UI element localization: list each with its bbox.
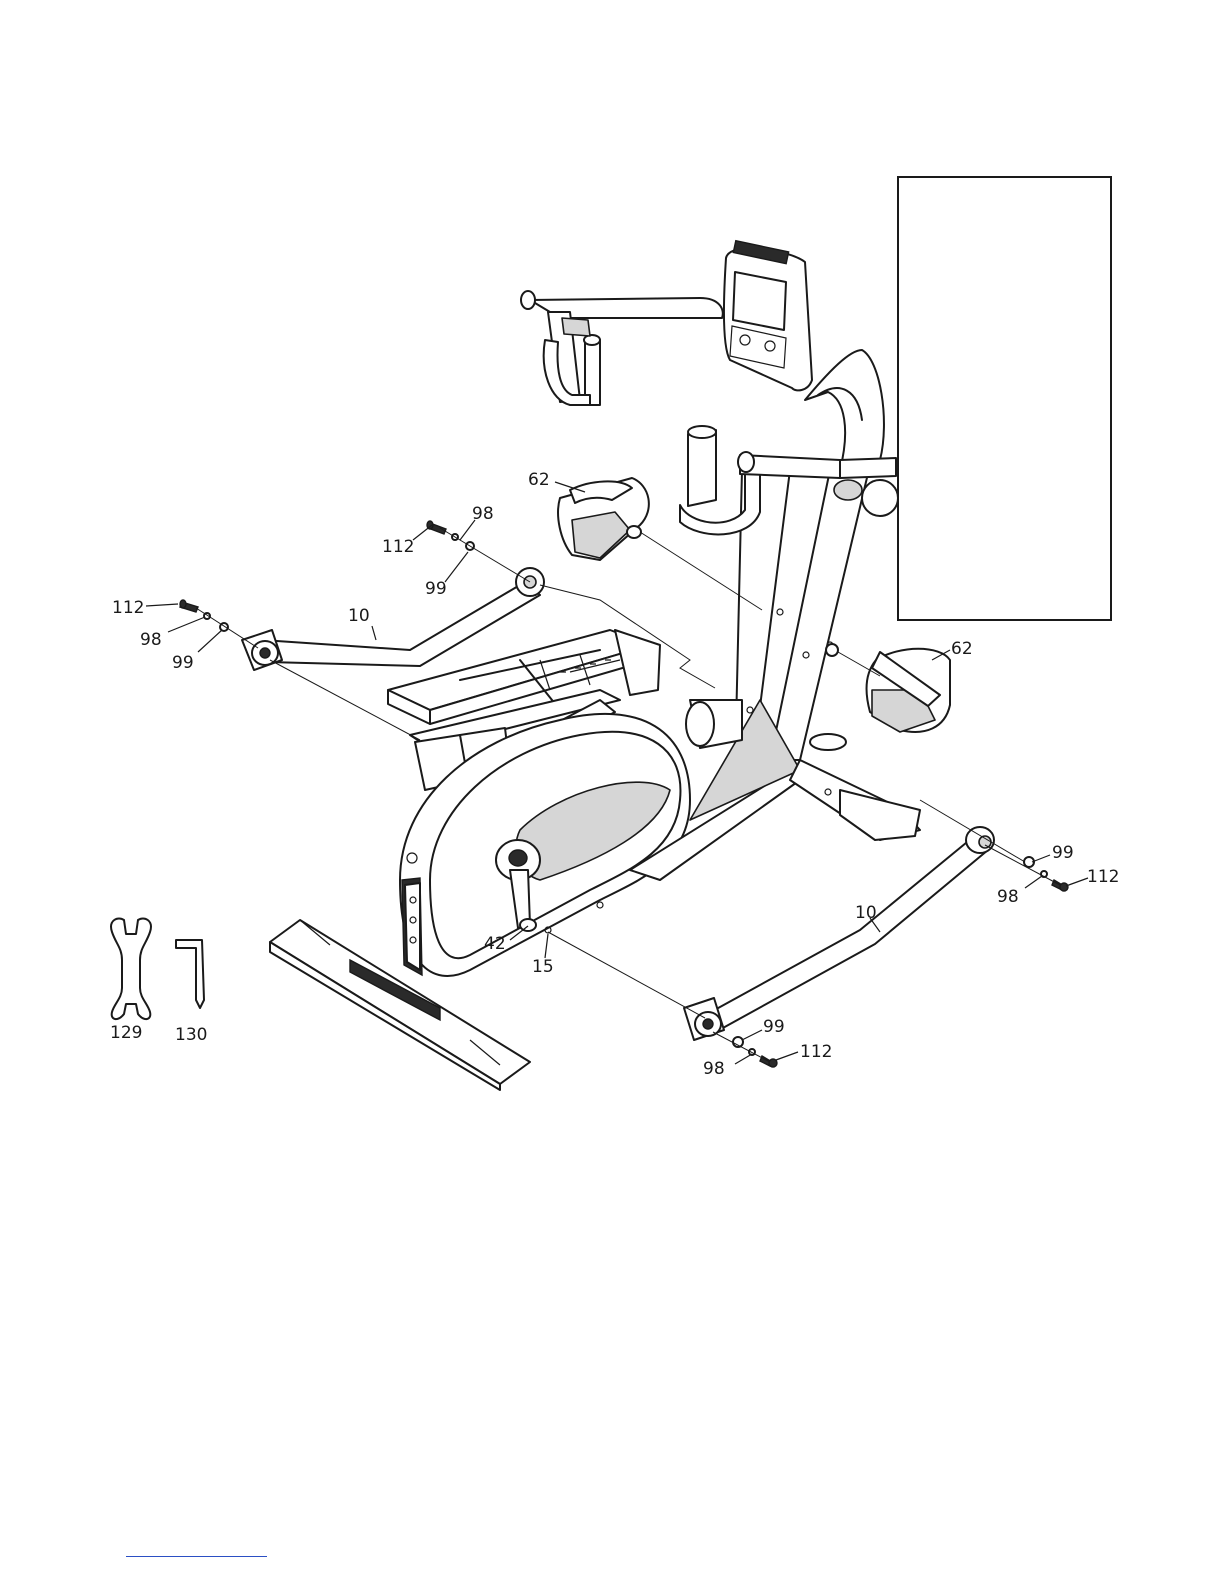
callout-99-top-left: 99 [425,579,447,599]
callout-112-right: 112 [1087,867,1119,887]
callout-42: 42 [484,934,506,954]
callout-112-left: 112 [112,598,144,618]
callout-98-bottom: 98 [703,1059,725,1079]
callout-112-bottom: 112 [800,1042,832,1062]
pedal-right [826,644,950,732]
callout-62-right: 62 [951,639,973,659]
stabilizer-bar-left [242,568,544,670]
callout-99-right: 99 [1052,843,1074,863]
callout-98-left: 98 [140,630,162,650]
callout-15: 15 [532,957,554,977]
rear-base-stabilizer [790,734,920,840]
callout-99-left: 99 [172,653,194,673]
callout-98-right: 98 [997,887,1019,907]
footer-rule [126,1556,267,1557]
tool-label-130: 130 [175,1025,207,1045]
callout-10-left: 10 [348,606,370,626]
callout-62-left: 62 [528,470,550,490]
callout-10-right: 10 [855,903,877,923]
allen-key-icon [176,940,204,1008]
tool-label-129: 129 [110,1023,142,1043]
callout-99-bottom: 99 [763,1017,785,1037]
pedal-left [558,478,649,560]
stabilizer-bar-right [684,827,994,1040]
callout-98-top-left: 98 [472,504,494,524]
wrench-icon [111,919,151,1020]
callout-112-top-left: 112 [382,537,414,557]
note-box [897,176,1112,621]
